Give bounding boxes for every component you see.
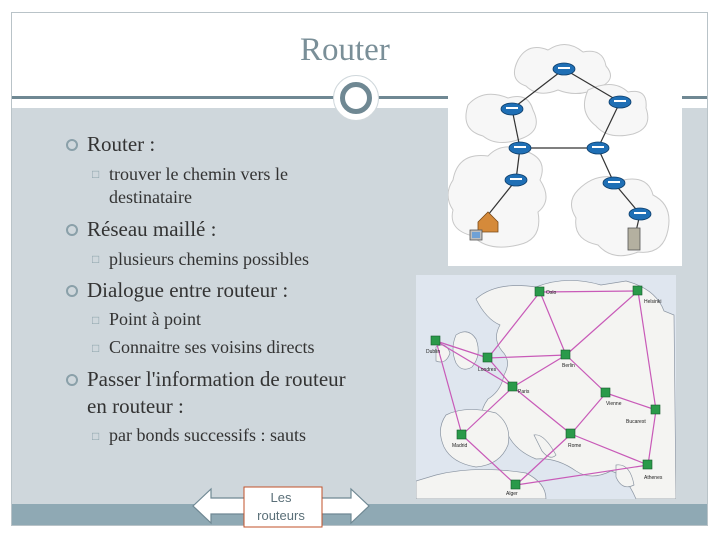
- sub-bullet-several-paths: plusieurs chemins possibles: [109, 249, 309, 269]
- network-diagram-image: [447, 40, 682, 266]
- map-label-athenes: Athenes: [644, 475, 663, 481]
- sub-bullet-point-to-point: Point à point: [109, 309, 202, 329]
- les-routeurs-arrow-button[interactable]: [192, 485, 370, 529]
- sub-bullet-find-path: trouver le chemin vers le: [109, 164, 288, 184]
- map-label-helsinki: Helsinki: [644, 299, 662, 305]
- bullet-ring-icon: [66, 224, 78, 236]
- map-label-alger: Alger: [506, 491, 518, 497]
- map-label-paris: Paris: [518, 389, 530, 395]
- arrow-label-line1: Les: [270, 490, 292, 505]
- bullet-ring-icon: [66, 374, 78, 386]
- bullet-ring-icon: [66, 285, 78, 297]
- map-label-madrid: Madrid: [452, 443, 468, 449]
- sub-bullet-find-path-cont: destinataire: [109, 187, 192, 207]
- sub-bullet-icon: □: [92, 167, 100, 181]
- map-label-londres: Londres: [478, 367, 497, 373]
- sub-bullet-hops: par bonds successifs : sauts: [109, 425, 306, 445]
- slide-title: Router: [300, 32, 390, 68]
- map-label-berlin: Berlin: [562, 363, 575, 369]
- sub-bullet-icon: □: [92, 313, 100, 327]
- map-label-bucarest: Bucarest: [626, 419, 646, 425]
- map-label-rome: Rome: [568, 443, 582, 449]
- bullet-ring-icon: [66, 139, 78, 151]
- map-label-dublin: Dublin: [426, 349, 440, 355]
- arrow-button-label[interactable]: Les routeurs: [246, 489, 316, 525]
- title-ring-icon: [333, 75, 379, 121]
- bullet-pass-information-cont: en routeur :: [87, 394, 184, 418]
- sub-bullet-icon: □: [92, 252, 100, 266]
- map-label-vienne: Vienne: [606, 401, 622, 407]
- sub-bullet-know-neighbours: Connaitre ses voisins directs: [109, 337, 315, 357]
- bullet-mesh-network: Réseau maillé :: [87, 217, 217, 241]
- arrow-label-line2: routeurs: [257, 508, 305, 523]
- map-label-oslo: Oslo: [546, 290, 557, 296]
- bullet-router: Router :: [87, 132, 156, 156]
- slide-frame: [11, 12, 708, 526]
- bullet-pass-information: Passer l'information de routeur: [87, 367, 346, 391]
- bullet-router-dialogue: Dialogue entre routeur :: [87, 278, 289, 302]
- sub-bullet-icon: □: [92, 429, 100, 443]
- europe-router-map-image: Oslo Helsinki Dublin Londres Berlin Pari…: [415, 275, 677, 500]
- sub-bullet-icon: □: [92, 341, 100, 355]
